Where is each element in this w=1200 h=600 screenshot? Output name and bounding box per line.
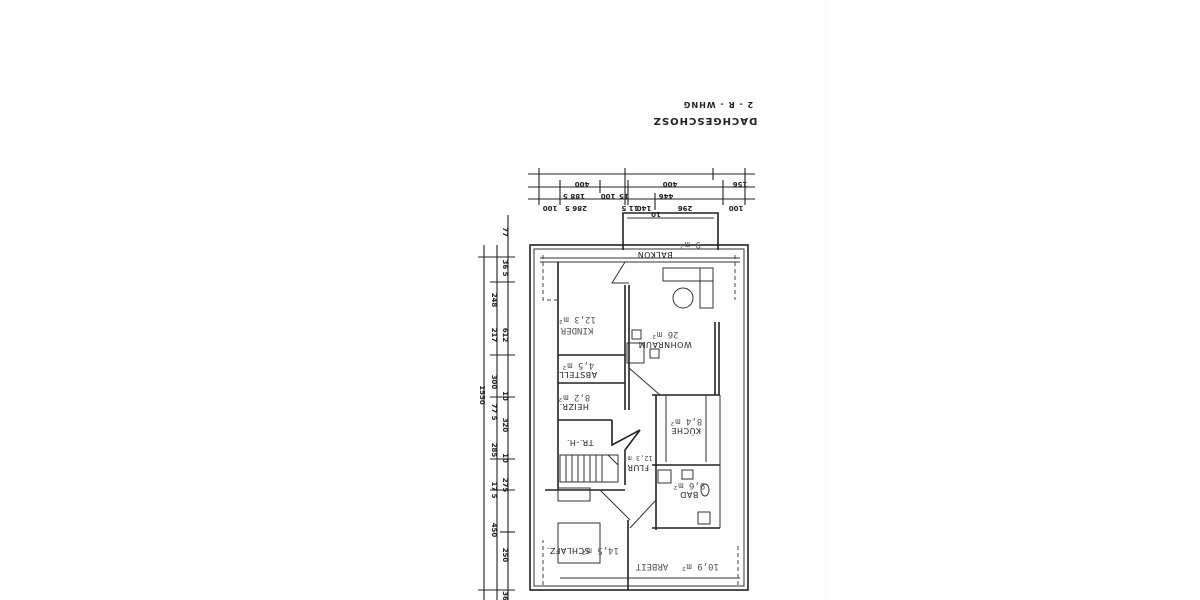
- dim-label: 188 5: [563, 192, 585, 200]
- svg-text:12,3 m²: 12,3 m²: [623, 454, 653, 462]
- svg-text:FLUR: FLUR: [627, 463, 649, 472]
- wardrobe: [557, 487, 591, 502]
- dining-table: [626, 342, 645, 364]
- left-dimension-chains: [478, 215, 515, 600]
- dim-label: 612: [501, 328, 509, 343]
- svg-text:BALKON: BALKON: [637, 250, 673, 259]
- dim-label: 450: [490, 523, 498, 538]
- toilet: [700, 483, 710, 497]
- dim-label: 100: [601, 192, 616, 200]
- room-balkon: BALKON 9 m²: [637, 239, 701, 259]
- coffee-table: [672, 287, 694, 309]
- room-heizr: HEIZR. 8,2 m²: [558, 392, 591, 411]
- room-abstell: ABSTELL 4,5 m²: [559, 360, 597, 379]
- dim-label: 285: [490, 443, 498, 458]
- dim-label: 286 5: [565, 204, 587, 212]
- dim-label: 140: [637, 204, 652, 212]
- plan-title: DACHGESCHOSZ: [653, 115, 758, 126]
- svg-text:9 m²: 9 m²: [679, 239, 701, 249]
- plan-subtitle: 2 - R - WHNG: [683, 100, 753, 109]
- dim-label: 250: [501, 548, 509, 563]
- furniture: [557, 267, 714, 564]
- svg-text:SCHLAFZ.: SCHLAFZ.: [546, 546, 589, 555]
- dim-label: 400: [663, 180, 678, 188]
- room-bad: BAD 9,6 m²: [673, 480, 706, 499]
- svg-text:ARBEIT: ARBEIT: [635, 561, 668, 571]
- dim-label: 10: [651, 210, 661, 218]
- staircase: [559, 454, 619, 483]
- room-schlafz: SCHLAFZ. 14,5 m²: [546, 545, 619, 555]
- sofa: [662, 267, 714, 282]
- svg-text:TR.-H.: TR.-H.: [566, 438, 594, 447]
- dim-label: 248: [490, 293, 498, 308]
- dim-label: 15: [619, 192, 629, 200]
- dim-label: 320: [501, 418, 509, 433]
- dim-label: 77 5: [490, 403, 498, 420]
- svg-text:KÜCHE: KÜCHE: [671, 426, 701, 436]
- svg-text:BAD: BAD: [680, 490, 699, 499]
- dim-label: 100: [543, 204, 558, 212]
- svg-text:26 m²: 26 m²: [651, 329, 678, 339]
- chair: [649, 348, 660, 359]
- left-dimension-labels: 1550 77 300 77 5 285 17 5 450 36 5 248 2…: [478, 227, 509, 600]
- dim-label: 446: [659, 192, 674, 200]
- room-wohnraum: WOHNRAUM 26 m²: [638, 329, 692, 349]
- dim-label: 217: [490, 328, 498, 343]
- room-treppenhaus: TR.-H.: [566, 438, 594, 447]
- dim-label: 36 5: [501, 259, 509, 276]
- svg-text:8,2 m²: 8,2 m²: [558, 392, 591, 402]
- shower: [697, 511, 711, 525]
- dim-label: 156: [733, 180, 748, 188]
- dim-label: 11 5: [621, 204, 638, 212]
- dim-label: 36: [501, 591, 509, 600]
- svg-text:KINDER: KINDER: [560, 325, 593, 335]
- dim-label: 275: [501, 478, 509, 493]
- svg-text:ABSTELL: ABSTELL: [559, 370, 597, 379]
- dim-label: 77: [501, 227, 509, 237]
- dim-label: 100: [729, 204, 744, 212]
- svg-text:12,3 m²: 12,3 m²: [558, 314, 596, 324]
- svg-text:HEIZR.: HEIZR.: [559, 402, 589, 411]
- svg-text:WOHNRAUM: WOHNRAUM: [638, 340, 692, 349]
- svg-text:14,5 m²: 14,5 m²: [581, 545, 619, 555]
- room-arbeit: ARBEIT 10,9 m²: [635, 561, 719, 571]
- bed: [557, 522, 601, 564]
- room-flur: FLUR 12,3 m²: [623, 454, 653, 472]
- svg-text:9,6 m²: 9,6 m²: [673, 480, 706, 490]
- top-dimension-labels: 400 400 156 188 5 100 15 446 100 286 5 1…: [543, 180, 748, 218]
- svg-text:8,4 m²: 8,4 m²: [670, 416, 703, 426]
- washbasin: [681, 469, 694, 480]
- dim-label: 296: [678, 204, 693, 212]
- dim-label: 400: [575, 180, 590, 188]
- dim-label: 17 5: [490, 481, 498, 498]
- dim-label: 10: [501, 453, 509, 463]
- walls: [529, 212, 749, 591]
- room-kueche: KÜCHE 8,4 m²: [670, 416, 703, 436]
- scanned-paper: [375, 0, 827, 600]
- top-dimension-chains: [528, 168, 755, 210]
- bathtub: [657, 469, 672, 484]
- dim-label: 300: [490, 375, 498, 390]
- svg-text:10,9 m²: 10,9 m²: [681, 561, 719, 571]
- svg-text:4,5 m²: 4,5 m²: [562, 360, 595, 370]
- room-labels: BALKON 9 m² WOHNRAUM 26 m² KINDER 12,3 m…: [546, 239, 719, 571]
- dim-label: 10: [501, 391, 509, 401]
- chair: [631, 329, 642, 340]
- dim-label: 1550: [478, 385, 486, 405]
- sofa: [699, 267, 714, 309]
- room-kinder: KINDER 12,3 m²: [558, 314, 596, 335]
